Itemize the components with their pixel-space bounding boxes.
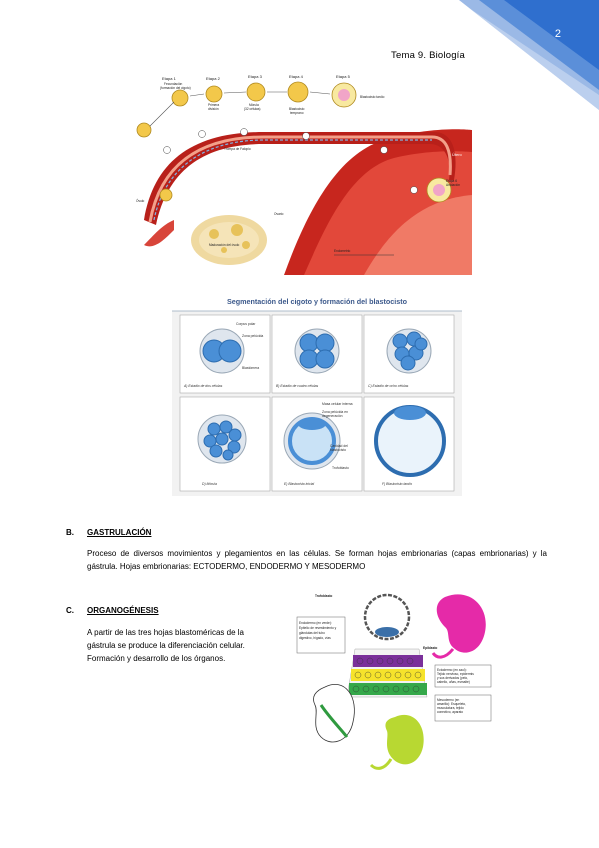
label-etapa1: Etapa 1 <box>162 76 177 81</box>
label-zona-deg: Zona pelúcida en <box>322 410 348 414</box>
label-division: división <box>208 107 219 111</box>
label-endometrio: Endometrio <box>334 249 351 253</box>
label-blastocisto-tardio: Blastocisto tardío <box>360 95 385 99</box>
label-endo4: digestivo, hígado, vías <box>299 636 331 640</box>
label-etapa3: Etapa 3 <box>248 74 263 79</box>
label-anidacion: Anidación <box>446 183 460 187</box>
label-f: F) Blastocisto tardío <box>382 482 412 486</box>
label-ecto4: cabello, uñas, esmalte) <box>437 680 470 684</box>
label-endo1: Endodermo (en verde): <box>299 621 332 625</box>
label-formacion-cigoto: (formación del cigoto) <box>160 86 191 90</box>
label-etapa4: Etapa 4 <box>289 74 304 79</box>
label-trofoblasto: Trofoblasto <box>332 466 349 470</box>
label-meso2: amarillo): Esqueleto, <box>437 702 466 706</box>
label-meso3: musculatura, tejido <box>437 706 464 710</box>
label-ovario: Ovario <box>274 212 284 216</box>
label-blastomera: Blastómera <box>242 366 259 370</box>
segmentation-title: Segmentación del cigoto y formación del … <box>227 297 408 306</box>
label-etapa2: Etapa 2 <box>206 76 221 81</box>
label-masa: Masa celular interna <box>322 402 353 406</box>
section-b-title: GASTRULACIÓN <box>87 528 152 537</box>
label-fecundacion: Fecundación <box>164 82 182 86</box>
section-c-title: ORGANOGÉNESIS <box>87 606 159 615</box>
label-cavidad2: blastocisto <box>330 448 346 452</box>
section-c-letter: C. <box>66 606 74 615</box>
section-b-letter: B. <box>66 528 74 537</box>
fertilization-figure: Etapa 1 Fecundación (formación del cigot… <box>134 70 472 275</box>
section-c-text: A partir de las tres hojas blastoméricas… <box>87 628 245 663</box>
label-zona-pelucida: Zona pelúcida <box>242 334 263 338</box>
label-zona-deg2: degeneración <box>322 414 343 418</box>
corner-decoration <box>459 0 599 110</box>
label-trompa: Trompa de Falopio <box>224 147 251 151</box>
page-number: 2 <box>554 28 561 40</box>
label-epiblasto: Epiblasto <box>423 646 437 650</box>
label-blastocisto-temprano: Blastocisto <box>289 107 305 111</box>
label-meso1: Mesodermo (en <box>437 698 460 702</box>
section-b-text: Proceso de diversos movimientos y plegam… <box>87 549 547 571</box>
label-ecto2: Tejido nervioso, epidermis <box>437 672 474 676</box>
label-morula: Mórula <box>249 103 259 107</box>
label-ecto3: y sus derivados (pelo, <box>437 676 468 680</box>
label-etapa6: Etapa 6 <box>446 179 457 183</box>
label-morula-cells: (32 células) <box>244 107 260 111</box>
germ-layers-figure: Trofoblasto Epiblasto Endodermo (en verd… <box>295 587 495 777</box>
label-etapa5: Etapa 5 <box>336 74 351 79</box>
label-ovulo: Óvulo <box>136 198 145 203</box>
label-ecto1: Ectodermo (en azul): <box>437 668 467 672</box>
label-endo2: Epitelio de revestimiento y <box>299 626 337 630</box>
label-meso4: conectivo, aparato <box>437 710 463 714</box>
label-maduracion: Maduración del óvulo <box>209 243 240 247</box>
label-temprano: temprano <box>290 111 304 115</box>
label-trofoblasto-3: Trofoblasto <box>315 594 332 598</box>
label-endo3: glándulas del tubo <box>299 631 325 635</box>
label-b: B) Estadio de cuatro células <box>276 384 319 388</box>
label-utero: Útero <box>452 152 463 157</box>
label-a: A) Estadio de dos células <box>183 384 223 388</box>
label-e: E) Blastocisto inicial <box>284 482 314 486</box>
label-d: D) Mórula <box>202 482 217 486</box>
label-primera: Primera <box>208 103 219 107</box>
label-c: C) Estadio de ocho células <box>368 384 409 388</box>
segmentation-figure: Segmentación del cigoto y formación del … <box>172 291 462 496</box>
header-title: Tema 9. Biología <box>391 50 465 61</box>
label-corpus-polar: Corpus polar <box>236 322 256 326</box>
label-cavidad: Cavidad del <box>330 444 348 448</box>
